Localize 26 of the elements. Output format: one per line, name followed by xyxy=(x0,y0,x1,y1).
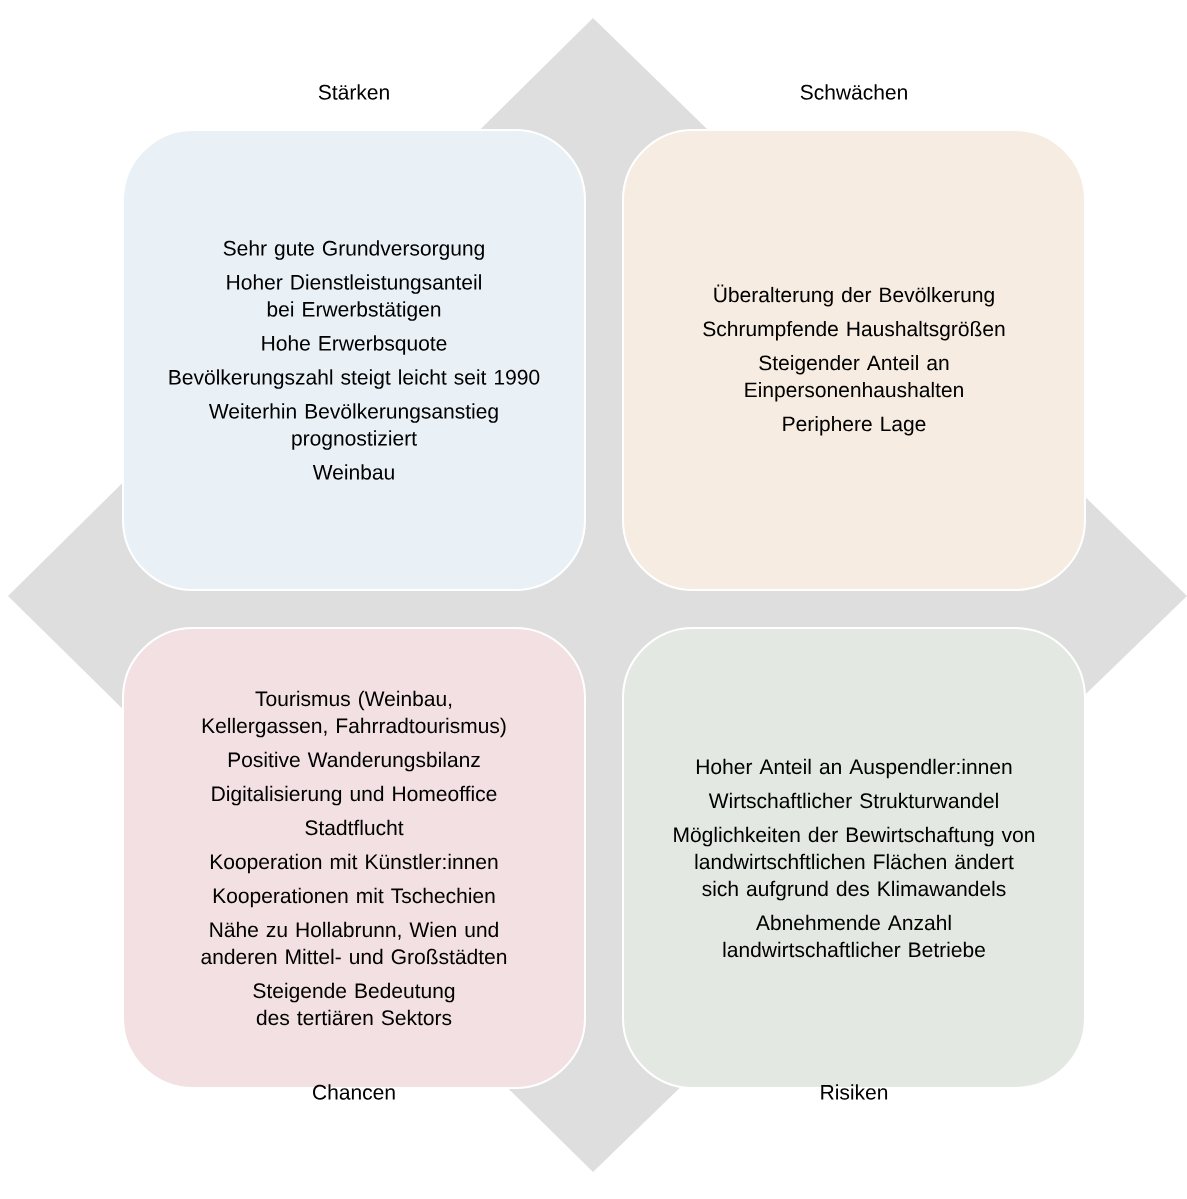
quadrant-heading: Stärken xyxy=(318,84,389,100)
node-label: Digitalisierung und Homeoffice xyxy=(212,785,497,806)
node-label: Schrumpfende Haushaltsgrößen xyxy=(703,320,1005,341)
node-label: Bevölkerungszahl steigt leicht seit 1990 xyxy=(169,369,540,389)
node-label: Hoher Anteil an Auspendler:innen xyxy=(696,758,1012,779)
node-label: Möglichkeiten der Bewirtschaftung von landwirtschftlichen Flächen ändert sich aufgrund des Klimawandels xyxy=(674,826,1035,901)
quadrant-box: Sehr gute Grundversorgung Hoher Dienstleistungsanteil bei Erwerbstätigen Hohe Erwerbsquote Bevölkerungszahl steigt leicht seit 1990 Weiterhin Bevölkerungsanstieg prognostiziert Weinbau xyxy=(122,129,586,591)
node-label: Positive Wanderungsbilanz xyxy=(228,751,480,772)
node-label: Periphere Lage xyxy=(783,415,926,436)
node-label: Abnehmende Anzahl landwirtschaftlicher Betriebe xyxy=(723,914,985,958)
node-label: Hohe Erwerbsquote xyxy=(262,335,447,355)
node-label: Nähe zu Hollabrunn, Wien und anderen Mittel- und Großstädten xyxy=(201,921,507,965)
node-label: Steigende Bedeutung des tertiären Sektors xyxy=(253,982,455,1026)
quadrant-heading: Schwächen xyxy=(800,84,907,100)
node-label: Kooperation mit Künstler:innen xyxy=(210,853,498,874)
node-label: Weiterhin Bevölkerungsanstieg prognostiziert xyxy=(208,403,498,450)
node-label: Kooperationen mit Tschechien xyxy=(213,887,495,908)
node-label: Wirtschaftlicher Strukturwandel xyxy=(708,792,998,809)
node-label: Überalterung der Bevölkerung xyxy=(714,284,994,307)
node-label: Weinbau xyxy=(312,464,394,480)
node-label: Hoher Dienstleistungsanteil bei Erwerbstätigen xyxy=(227,274,481,321)
node-label: Steigender Anteil an Einpersonenhaushalten xyxy=(745,354,963,402)
node-label: Tourismus (Weinbau, Kellergassen, Fahrradtourismus) xyxy=(202,690,506,738)
node-label: Stadtflucht xyxy=(305,819,404,836)
quadrant-box: Überalterung der Bevölkerung Schrumpfende Haushaltsgrößen Steigender Anteil an Einpersonenhaushalten Periphere Lage xyxy=(622,129,1086,591)
node-label: Sehr gute Grundversorgung xyxy=(223,240,484,260)
